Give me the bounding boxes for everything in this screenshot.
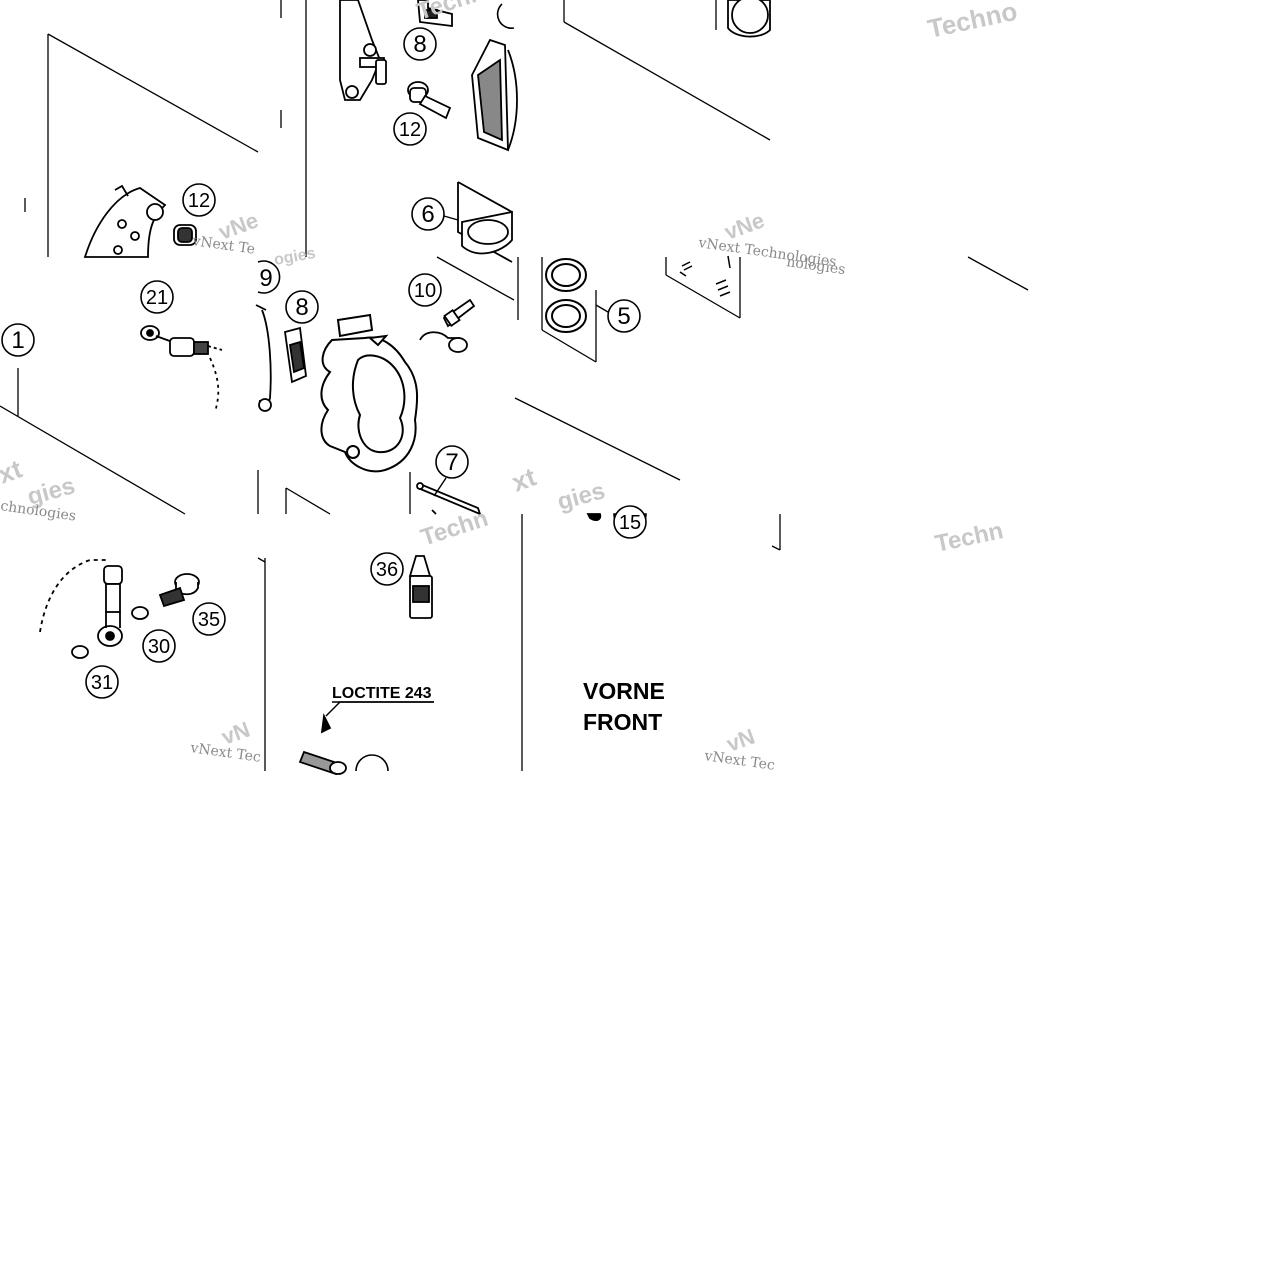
callout-1: 1 — [1, 323, 35, 357]
callout-label-5: 5 — [617, 303, 630, 330]
callout-12a: 12 — [182, 183, 216, 217]
callout-31: 31 — [85, 665, 119, 699]
watermark-12: gies — [555, 477, 608, 516]
bolt-part-12b — [407, 81, 452, 120]
callout-label-1: 1 — [11, 327, 24, 354]
watermark-13: Techn — [418, 505, 492, 552]
brake-hose-part-21 — [140, 325, 223, 413]
retaining-clips-part — [679, 255, 731, 297]
callout-label-8b: 8 — [295, 294, 308, 321]
callout-6: 6 — [411, 197, 459, 231]
callout-label-35: 35 — [198, 609, 220, 631]
callout-label-12b: 12 — [399, 119, 421, 141]
pad-spring-part-top — [417, 0, 453, 28]
callout-label-30: 30 — [148, 636, 170, 658]
callout-8a: 8 — [403, 27, 437, 61]
callout-35: 35 — [192, 602, 226, 636]
screw-part-15 — [586, 513, 602, 521]
loctite-bottle-part-36 — [408, 555, 433, 619]
callout-label-15: 15 — [619, 512, 641, 534]
brake-disc-part — [83, 184, 167, 258]
watermark-4: Techno — [925, 0, 1020, 44]
caliper-pin-part-7 — [416, 482, 482, 516]
callout-label-12a: 12 — [188, 190, 210, 212]
callout-label-21: 21 — [146, 287, 168, 309]
piston-part-top-right — [727, 0, 771, 38]
watermark-11: xt — [508, 461, 540, 497]
callout-partial-bottom — [355, 754, 389, 772]
loctite-label: LOCTITE 243 — [332, 685, 432, 702]
watermark-14: Techn — [933, 517, 1006, 558]
callout-21: 21 — [140, 280, 174, 314]
pad-spring-part-9 — [255, 304, 272, 412]
callout-label-8a: 8 — [413, 31, 426, 58]
washer-part-30 — [131, 606, 149, 620]
callout-12b: 12 — [393, 112, 427, 146]
callout-label-36: 36 — [376, 559, 398, 581]
callout-partial-top — [496, 3, 515, 29]
watermark-19: nologies — [785, 254, 846, 278]
callout-36: 36 — [370, 552, 404, 586]
watermark-6: vNe — [721, 207, 767, 244]
pad-spring-part-8b — [283, 326, 307, 384]
callout-label-6: 6 — [421, 201, 434, 228]
brake-hose-part-bottom — [39, 559, 123, 647]
caliper-bracket-part — [339, 0, 387, 101]
diagram-frame-lines — [0, 0, 1029, 771]
callout-10: 10 — [408, 273, 442, 307]
callout-15: 15 — [613, 505, 647, 539]
bleeder-valve-part-10 — [419, 298, 476, 353]
banjo-bolt-part-35 — [158, 573, 200, 608]
piston-part-6 — [457, 181, 513, 263]
callout-8b: 8 — [285, 290, 319, 324]
callout-5: 5 — [595, 299, 641, 333]
callout-label-10: 10 — [414, 280, 436, 302]
washer-part-31 — [71, 645, 89, 659]
watermark-7: ogies — [273, 245, 317, 269]
watermark-8: xt — [0, 453, 26, 489]
nut-part-12a — [173, 224, 197, 246]
callout-label-9: 9 — [259, 265, 272, 292]
brake-pad-part — [471, 38, 518, 152]
watermark-2: vNe — [215, 207, 261, 244]
brake-caliper-part — [320, 313, 419, 473]
piston-seal-rings-part-5 — [545, 258, 587, 333]
callout-7: 7 — [433, 445, 469, 497]
callout-label-31: 31 — [91, 672, 113, 694]
callout-30: 30 — [142, 629, 176, 663]
vorne-label: VORNE — [583, 678, 665, 704]
callout-9: 9 — [257, 260, 281, 294]
front-label: FRONT — [583, 709, 662, 735]
callout-label-7: 7 — [445, 449, 458, 476]
